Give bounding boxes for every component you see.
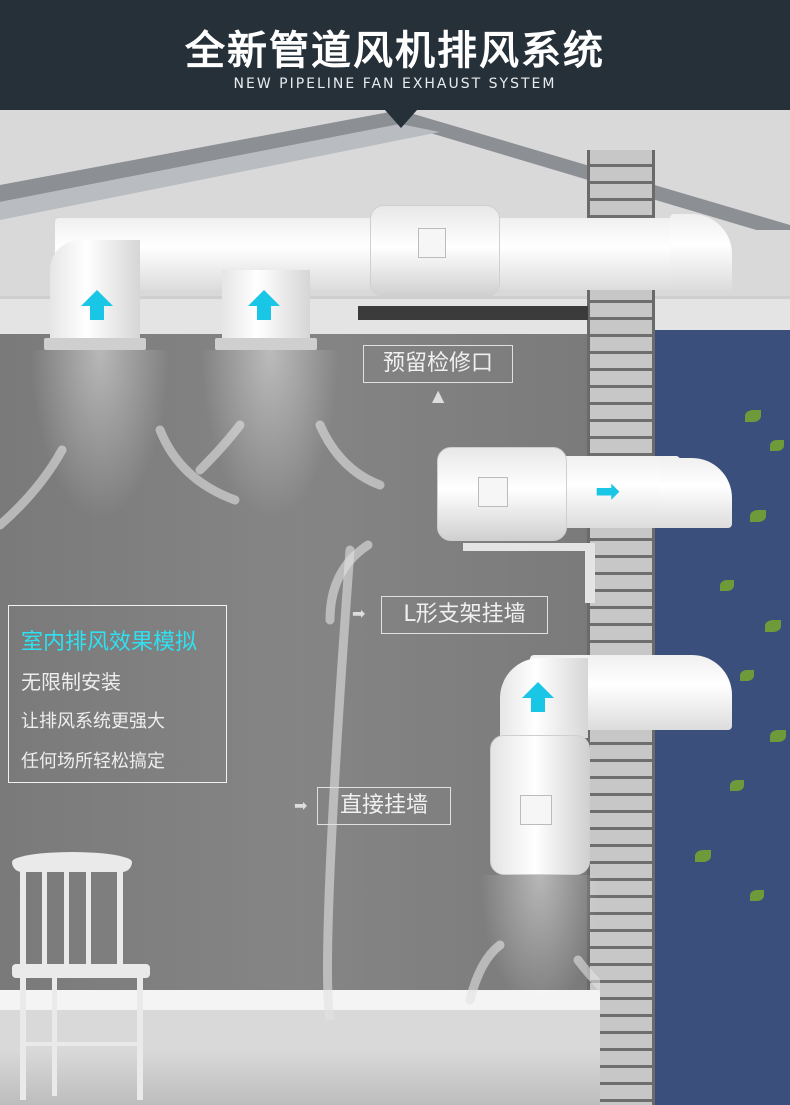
up-pointer-icon: ▲ bbox=[432, 386, 445, 405]
info-heading: 室内排风效果模拟 bbox=[21, 630, 198, 655]
info-line: 无限制安装 bbox=[21, 670, 121, 694]
airflow-up-arrow-icon bbox=[522, 682, 554, 712]
page-subtitle: NEW PIPELINE FAN EXHAUST SYSTEM bbox=[233, 76, 557, 92]
l-bracket-vertical bbox=[585, 543, 595, 603]
interior-wall bbox=[0, 334, 600, 994]
info-line: 让排风系统更强大 bbox=[21, 711, 165, 732]
label-direct-wall: 直接挂墙 bbox=[317, 787, 451, 825]
exhaust-hood-middle bbox=[660, 458, 732, 528]
floor-skirting bbox=[0, 990, 600, 1105]
exhaust-hood-bottom bbox=[660, 655, 732, 730]
info-line: 任何场所轻松搞定 bbox=[21, 751, 165, 772]
label-l-bracket: L形支架挂墙 bbox=[381, 596, 548, 634]
exhaust-hood-top bbox=[670, 214, 732, 290]
airflow-mist bbox=[30, 350, 170, 520]
plant-foliage bbox=[690, 400, 790, 930]
brick-wall-column bbox=[587, 150, 655, 1105]
label-maintenance-port: 预留检修口 bbox=[363, 345, 513, 383]
header-notch bbox=[385, 110, 417, 128]
fan-junction-box bbox=[520, 795, 552, 825]
fan-junction-box bbox=[478, 477, 508, 507]
duct-drop-left bbox=[50, 240, 140, 338]
right-pointer-icon: ➡ bbox=[294, 796, 308, 815]
airflow-right-arrow-icon: ➡ bbox=[595, 474, 621, 509]
airflow-mist bbox=[480, 875, 600, 1015]
airflow-curves bbox=[0, 420, 600, 1020]
airflow-up-arrow-icon bbox=[81, 290, 113, 320]
airflow-up-arrow-icon bbox=[248, 290, 280, 320]
info-box: 室内排风效果模拟 无限制安装 让排风系统更强大 任何场所轻松搞定 bbox=[8, 605, 227, 783]
l-bracket bbox=[463, 543, 595, 551]
ceiling-gap bbox=[358, 306, 588, 320]
fan-junction-box bbox=[418, 228, 446, 258]
ceiling-vent-left bbox=[44, 338, 146, 350]
page-title: 全新管道风机排风系统 bbox=[185, 28, 605, 74]
header-banner: 全新管道风机排风系统 NEW PIPELINE FAN EXHAUST SYST… bbox=[0, 0, 790, 110]
right-pointer-icon: ➡ bbox=[352, 604, 366, 623]
middle-duct bbox=[550, 456, 680, 528]
chair-illustration bbox=[12, 852, 150, 1102]
ceiling-vent-right bbox=[215, 338, 317, 350]
